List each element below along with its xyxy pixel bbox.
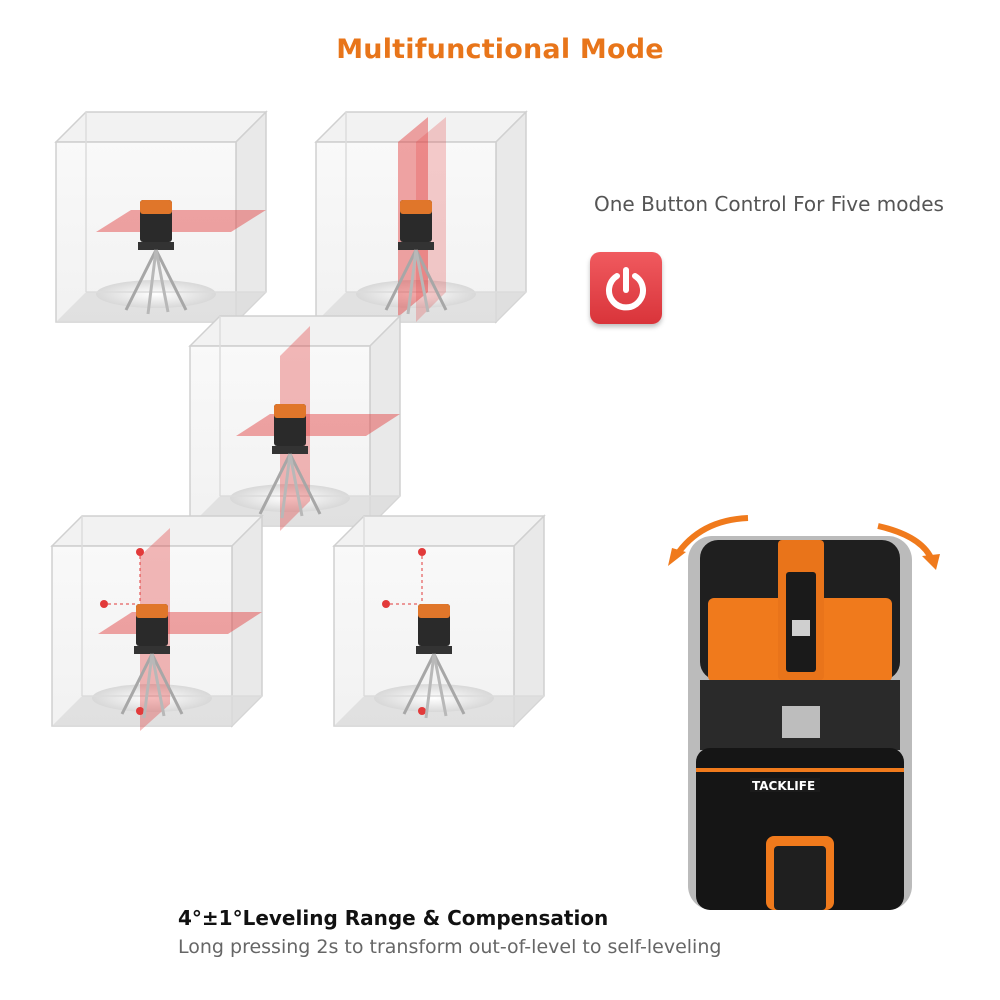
feature-title: 4°±1°Leveling Range & Compensation [178, 906, 609, 930]
power-icon [606, 267, 646, 311]
mode-scene-cross-dots [51, 515, 263, 731]
page-title: Multifunctional Mode [336, 34, 664, 65]
mode-scene-vertical [315, 111, 527, 323]
power-button[interactable] [590, 252, 662, 324]
rotate-arrow-icon [673, 515, 749, 558]
mode-caption: One Button Control For Five modes [594, 192, 944, 216]
mode-scene-horizontal [55, 111, 267, 323]
brand-logo: TACKLIFE [752, 779, 815, 793]
mode-scene-cross [189, 315, 401, 531]
feature-description: Long pressing 2s to transform out-of-lev… [178, 936, 722, 958]
mode-scene-dots [333, 515, 545, 727]
